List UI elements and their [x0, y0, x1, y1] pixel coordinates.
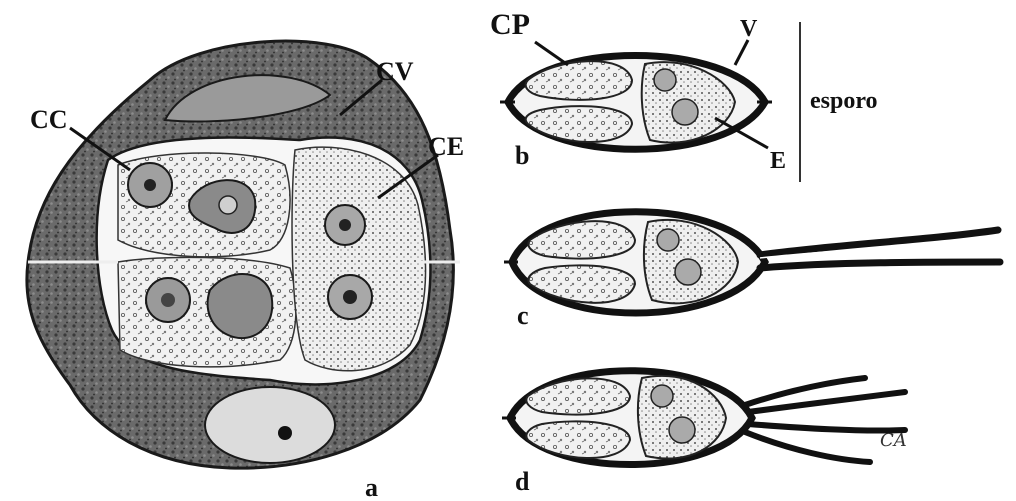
label-cc: CC — [30, 105, 68, 134]
polar-capsule-anlage-lower — [208, 274, 273, 338]
polar-capsule-b-upper — [526, 61, 632, 100]
lower-valve-cell — [205, 387, 335, 463]
label-cv: CV — [376, 57, 414, 86]
spore-b — [500, 56, 772, 150]
caudal-process-lower — [760, 262, 1000, 268]
caudal-process-upper — [760, 230, 998, 255]
caudal-process-4 — [745, 432, 870, 462]
polar-capsule-d-upper — [526, 378, 630, 414]
panel-a — [27, 41, 460, 468]
artist-signature: CA — [880, 430, 907, 451]
label-v: V — [740, 16, 758, 42]
label-esporo: esporo — [810, 88, 878, 114]
spore-c — [504, 212, 1000, 313]
polar-capsule-d-lower — [526, 421, 630, 458]
label-ce: CE — [428, 132, 464, 161]
sporoplasm-nucleus — [657, 229, 679, 251]
polar-capsule-b-lower — [526, 106, 632, 142]
sporoplasm-nucleus — [654, 69, 676, 91]
label-panel-a: a — [365, 473, 378, 501]
label-panel-c: c — [517, 301, 529, 330]
leader-v — [735, 40, 748, 65]
label-panel-d: d — [515, 467, 530, 496]
nucleolus — [161, 293, 175, 307]
sporoplasm-cell — [292, 147, 426, 371]
leader-cp — [535, 42, 568, 65]
sporoplasm-nucleus — [651, 385, 673, 407]
sporoplasm-nucleus — [675, 259, 701, 285]
sporoplasm-nucleus — [672, 99, 698, 125]
label-panel-b: b — [515, 141, 529, 170]
anlage-vesicle — [219, 196, 237, 214]
nucleolus — [343, 290, 357, 304]
label-cp: CP — [490, 8, 530, 41]
spore-d — [502, 371, 905, 465]
sporoplasm-nucleus — [669, 417, 695, 443]
nucleolus — [339, 219, 351, 231]
nucleolus — [144, 179, 156, 191]
label-e: E — [770, 148, 786, 174]
lower-cell-nucleus — [278, 426, 292, 440]
